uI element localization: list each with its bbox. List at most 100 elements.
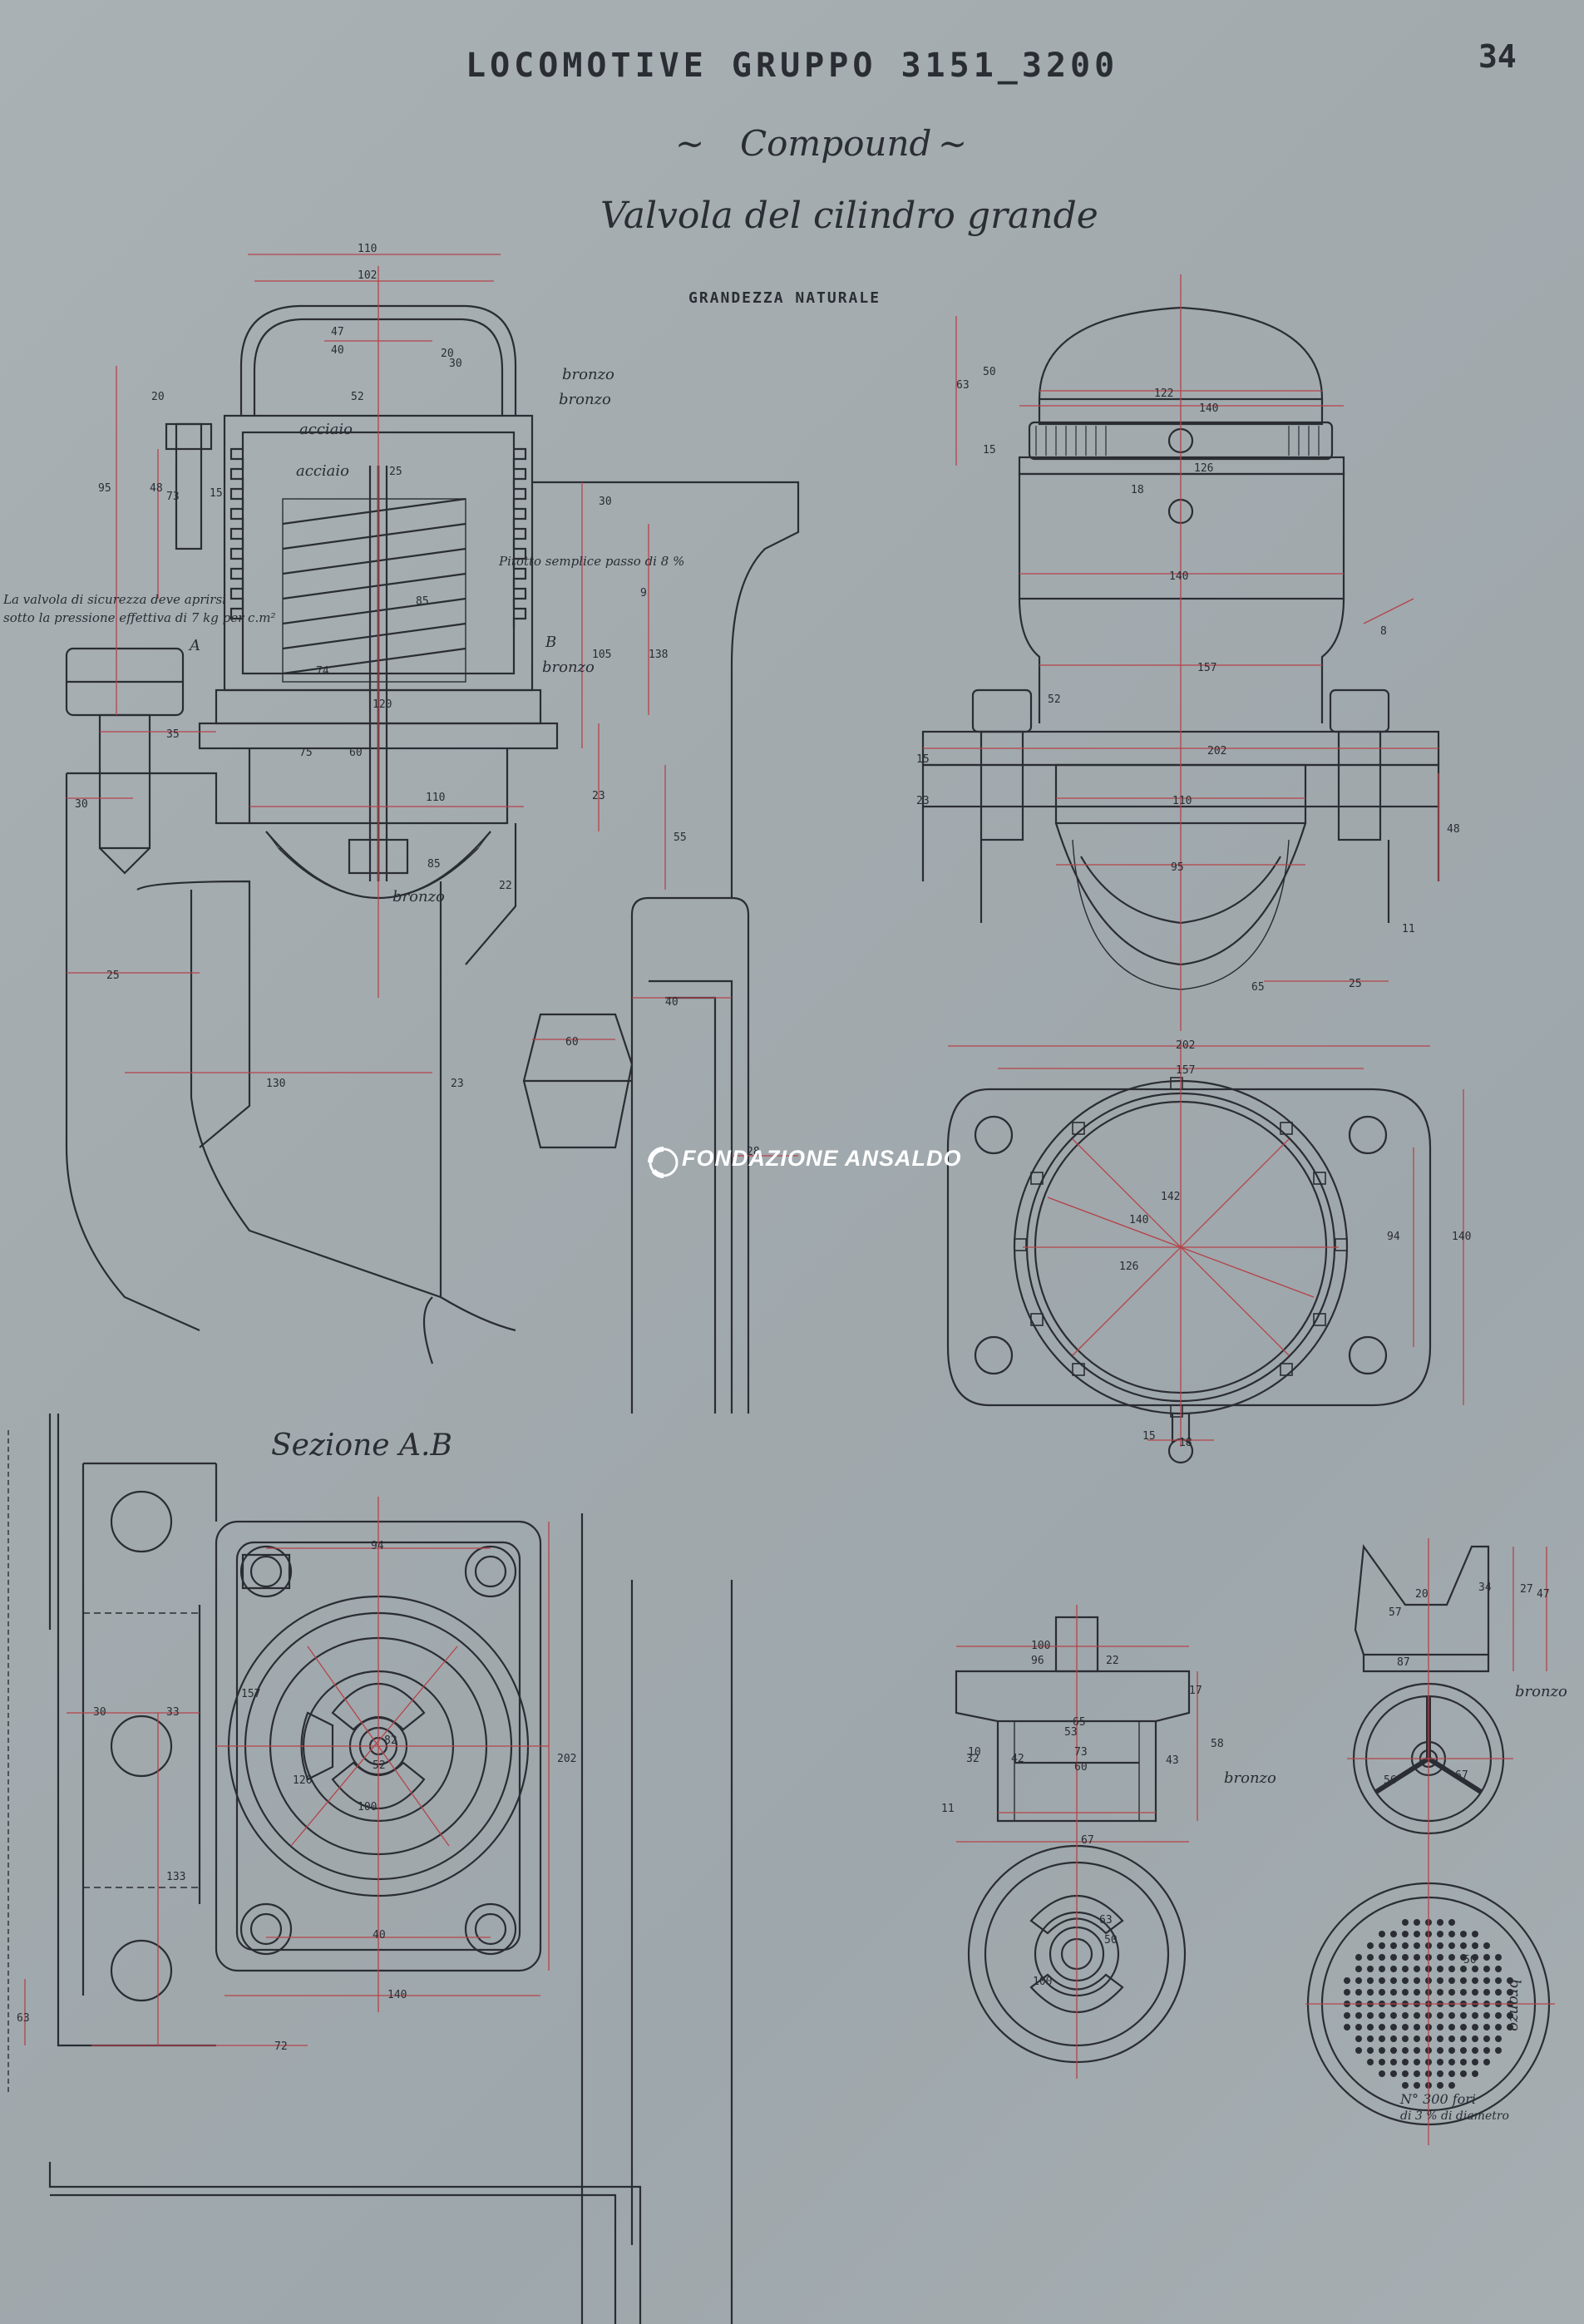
grid-hole — [1390, 1942, 1397, 1949]
dimension-value: 56 — [1384, 1774, 1397, 1787]
holes-note-line2: di 3 % di diametro — [1400, 2109, 1509, 2123]
grid-hole — [1390, 2047, 1397, 2054]
grid-hole — [1390, 2070, 1397, 2077]
grid-hole — [1414, 2035, 1420, 2042]
grid-hole — [1495, 1966, 1502, 1972]
grid-hole — [1344, 1989, 1350, 1996]
dimension-value: 60 — [1074, 1761, 1088, 1774]
grid-hole — [1379, 2070, 1385, 2077]
ansaldo-logo-icon — [648, 1147, 679, 1178]
grid-hole — [1437, 1919, 1443, 1926]
grid-hole — [1448, 1966, 1455, 1972]
grid-hole — [1414, 2082, 1420, 2089]
grid-hole — [1379, 1931, 1385, 1937]
grid-hole — [1367, 1942, 1374, 1949]
grid-hole — [1437, 2035, 1443, 2042]
grid-hole — [1402, 2047, 1409, 2054]
grid-hole — [1402, 2024, 1409, 2030]
grid-hole — [1448, 2024, 1455, 2030]
watermark-text: FONDAZIONE ANSALDO — [682, 1146, 962, 1171]
dimension-value: 75 — [299, 747, 313, 759]
dimension-value: 74 — [316, 665, 329, 678]
dimension-value: 11 — [941, 1803, 955, 1815]
grid-hole — [1437, 2047, 1443, 2054]
grid-hole — [1483, 1966, 1490, 1972]
dimension-value: 140 — [1129, 1214, 1149, 1226]
grid-hole — [1460, 2035, 1467, 2042]
grid-hole — [1448, 2070, 1455, 2077]
grid-hole — [1495, 2035, 1502, 2042]
grid-hole — [1472, 1931, 1478, 1937]
dimension-value: 95 — [98, 482, 111, 495]
dimension-value: 138 — [649, 649, 669, 661]
grid-hole — [1414, 1977, 1420, 1984]
grid-hole — [1507, 2024, 1513, 2030]
grid-hole — [1355, 1966, 1362, 1972]
dimension-value: 50 — [1104, 1934, 1118, 1947]
dimension-lines-small-parts — [956, 1538, 1555, 2145]
grid-hole — [1344, 2012, 1350, 2019]
grid-hole — [1483, 1954, 1490, 1961]
grid-hole — [1437, 1977, 1443, 1984]
dimension-value: 48 — [1447, 823, 1460, 836]
dimension-value: 25 — [389, 466, 402, 478]
grid-hole — [1367, 2035, 1374, 2042]
section-ab-label: Sezione A.B — [271, 1428, 452, 1463]
grid-hole — [1414, 1931, 1420, 1937]
dimension-value: 140 — [1199, 402, 1219, 415]
grid-hole — [1495, 1954, 1502, 1961]
dimension-value: 130 — [266, 1078, 286, 1090]
dimension-value: 15 — [210, 487, 223, 500]
grid-hole — [1507, 1977, 1513, 1984]
grid-hole — [1355, 1989, 1362, 1996]
dimension-value: 30 — [75, 798, 88, 811]
grid-hole — [1460, 2024, 1467, 2030]
dimension-value: 126 — [1194, 462, 1214, 475]
dimension-value: 63 — [1099, 1914, 1113, 1927]
grid-hole — [1437, 1954, 1443, 1961]
dimension-value: 50 — [1463, 1954, 1477, 1966]
dimension-value: 34 — [1478, 1581, 1492, 1594]
grid-hole — [1495, 1989, 1502, 1996]
grid-hole — [1402, 1919, 1409, 1926]
grid-hole — [1402, 1977, 1409, 1984]
dimension-value: 72 — [274, 2040, 288, 2053]
grid-hole — [1402, 1942, 1409, 1949]
grid-hole — [1402, 2059, 1409, 2065]
dimension-value: 9 — [640, 587, 647, 600]
small-parts-views — [955, 1543, 1551, 2126]
dimension-value: 23 — [451, 1078, 464, 1090]
grid-hole — [1344, 1977, 1350, 1984]
grid-hole — [1367, 1977, 1374, 1984]
dimension-value: 23 — [592, 790, 605, 802]
perforated-grid-holes — [1344, 1919, 1513, 2089]
dimension-value: 120 — [373, 698, 392, 711]
grid-hole — [1414, 1966, 1420, 1972]
grid-hole — [1379, 1989, 1385, 1996]
grid-hole — [1472, 2012, 1478, 2019]
grid-hole — [1437, 1989, 1443, 1996]
dimension-value: 67 — [1081, 1834, 1094, 1847]
dimension-value: 126 — [1119, 1261, 1139, 1273]
dimension-value: 85 — [416, 595, 429, 608]
grid-hole — [1495, 1977, 1502, 1984]
dimension-value: 94 — [371, 1540, 384, 1552]
dimension-value: 27 — [1520, 1583, 1533, 1596]
dimension-value: 65 — [1251, 981, 1265, 994]
grid-hole — [1414, 2012, 1420, 2019]
dimension-value: 63 — [956, 379, 970, 392]
dimension-value: 157 — [1176, 1064, 1196, 1077]
dimension-value: 25 — [106, 970, 120, 982]
grid-hole — [1437, 1931, 1443, 1937]
grid-hole — [1414, 2024, 1420, 2030]
grid-hole — [1414, 1919, 1420, 1926]
grid-hole — [1402, 1966, 1409, 1972]
grid-hole — [1355, 1954, 1362, 1961]
dimension-value: 33 — [166, 1706, 180, 1719]
grid-hole — [1472, 2070, 1478, 2077]
dimension-lines-section-ab — [24, 1497, 550, 2046]
grid-hole — [1448, 2059, 1455, 2065]
grid-hole — [1414, 1954, 1420, 1961]
material-label: bronzo — [542, 659, 595, 676]
